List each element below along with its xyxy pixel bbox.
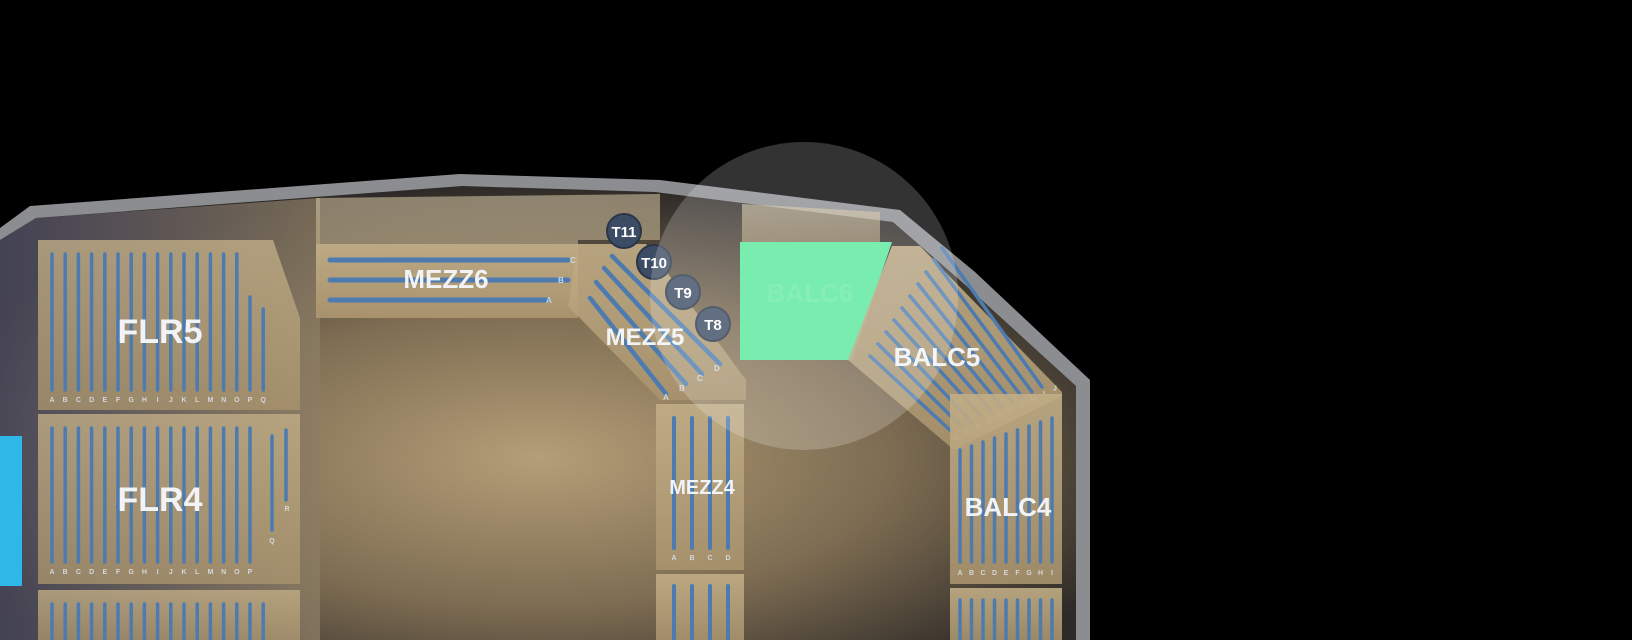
row-letter: J bbox=[169, 397, 173, 404]
row-letter: A bbox=[49, 397, 54, 404]
section-label-balc4: BALC4 bbox=[965, 492, 1052, 522]
row-letter: N bbox=[221, 397, 226, 404]
seat-row bbox=[609, 253, 723, 367]
row-letter: D bbox=[714, 364, 720, 373]
table-t10[interactable]: T10 bbox=[636, 244, 672, 280]
row-letter: A bbox=[671, 555, 676, 562]
row-letter: D bbox=[725, 555, 730, 562]
row-letter: B bbox=[679, 384, 685, 393]
row-letter: L bbox=[195, 397, 200, 404]
row-letter: R bbox=[284, 506, 289, 513]
row-letter: G bbox=[1026, 570, 1032, 577]
row-letter: M bbox=[207, 397, 213, 404]
section-label-mezz4: MEZZ4 bbox=[669, 477, 735, 499]
table-t9[interactable]: T9 bbox=[665, 274, 701, 310]
section-label-mezz5: MEZZ5 bbox=[606, 324, 685, 351]
row-letter: A bbox=[957, 570, 962, 577]
row-letter: G bbox=[128, 569, 134, 576]
row-letter: I bbox=[1051, 570, 1053, 577]
section-label-balc5: BALC5 bbox=[894, 342, 981, 372]
row-letter: I bbox=[157, 397, 159, 404]
row-letter: B bbox=[63, 569, 68, 576]
row-letter: H bbox=[142, 397, 147, 404]
row-letter: C bbox=[980, 570, 985, 577]
row-letter: D bbox=[89, 397, 94, 404]
seat-row bbox=[940, 246, 1044, 389]
row-letter: B bbox=[558, 276, 564, 285]
seat-row bbox=[876, 342, 964, 429]
highlight-lens bbox=[650, 142, 958, 450]
row-letter: F bbox=[1015, 570, 1020, 577]
row-letter: F bbox=[116, 569, 121, 576]
row-letter: C bbox=[697, 374, 703, 383]
row-letter: E bbox=[102, 569, 107, 576]
section-flr3[interactable] bbox=[38, 590, 300, 640]
row-letter: B bbox=[689, 555, 694, 562]
seat-row bbox=[924, 270, 1024, 399]
row-letter: C bbox=[570, 256, 576, 265]
row-letter: P bbox=[248, 569, 253, 576]
section-balc6[interactable]: BALC6 bbox=[740, 204, 892, 360]
seat-row bbox=[908, 294, 1004, 409]
row-letter: C bbox=[76, 397, 81, 404]
row-letter: H bbox=[142, 569, 147, 576]
seat-row bbox=[601, 265, 705, 377]
section-label-balc6: BALC6 bbox=[767, 278, 854, 308]
row-letter: P bbox=[248, 397, 253, 404]
row-letter: Q bbox=[260, 397, 266, 404]
seat-row bbox=[593, 279, 689, 387]
table-label: T9 bbox=[674, 285, 692, 302]
edge-accent bbox=[0, 436, 22, 586]
section-mezz5[interactable]: MEZZ5 A B C D bbox=[568, 244, 746, 402]
table-t8[interactable]: T8 bbox=[695, 306, 731, 342]
table-label: T8 bbox=[704, 317, 722, 334]
section-label-mezz6: MEZZ6 bbox=[403, 264, 488, 294]
seat-row bbox=[587, 295, 669, 397]
row-letter: K bbox=[181, 397, 186, 404]
row-letter: B bbox=[63, 397, 68, 404]
row-letter: I bbox=[157, 569, 159, 576]
seat-row bbox=[868, 354, 954, 434]
row-letter: L bbox=[195, 569, 200, 576]
row-letter: J bbox=[1053, 386, 1057, 393]
row-letter: G bbox=[128, 397, 134, 404]
row-letter: E bbox=[1004, 570, 1009, 577]
table-t11[interactable]: T11 bbox=[606, 213, 642, 249]
table-label: T10 bbox=[641, 255, 667, 272]
section-mezz4[interactable]: MEZZ4 A B C D bbox=[656, 404, 744, 640]
table-label: T11 bbox=[611, 224, 636, 241]
section-label-flr4: FLR4 bbox=[118, 481, 203, 519]
row-letter: K bbox=[181, 569, 186, 576]
row-letter: M bbox=[207, 569, 213, 576]
section-label-flr5: FLR5 bbox=[118, 313, 203, 351]
row-letter: N bbox=[221, 569, 226, 576]
row-letter: F bbox=[116, 397, 121, 404]
row-letter: H bbox=[1038, 570, 1043, 577]
row-letter: E bbox=[102, 397, 107, 404]
row-letter: B bbox=[969, 570, 974, 577]
seat-row bbox=[932, 258, 1034, 394]
row-letter: O bbox=[234, 569, 240, 576]
row-letter: A bbox=[663, 393, 669, 402]
row-letter: O bbox=[234, 397, 240, 404]
seat-row bbox=[916, 282, 1014, 404]
row-letter: C bbox=[707, 555, 712, 562]
row-letter: C bbox=[76, 569, 81, 576]
row-letter: D bbox=[89, 569, 94, 576]
row-letter: J bbox=[169, 569, 173, 576]
row-letter: A bbox=[49, 569, 54, 576]
row-letter: A bbox=[546, 296, 552, 305]
row-letter: Q bbox=[269, 538, 275, 545]
row-letter: D bbox=[992, 570, 997, 577]
